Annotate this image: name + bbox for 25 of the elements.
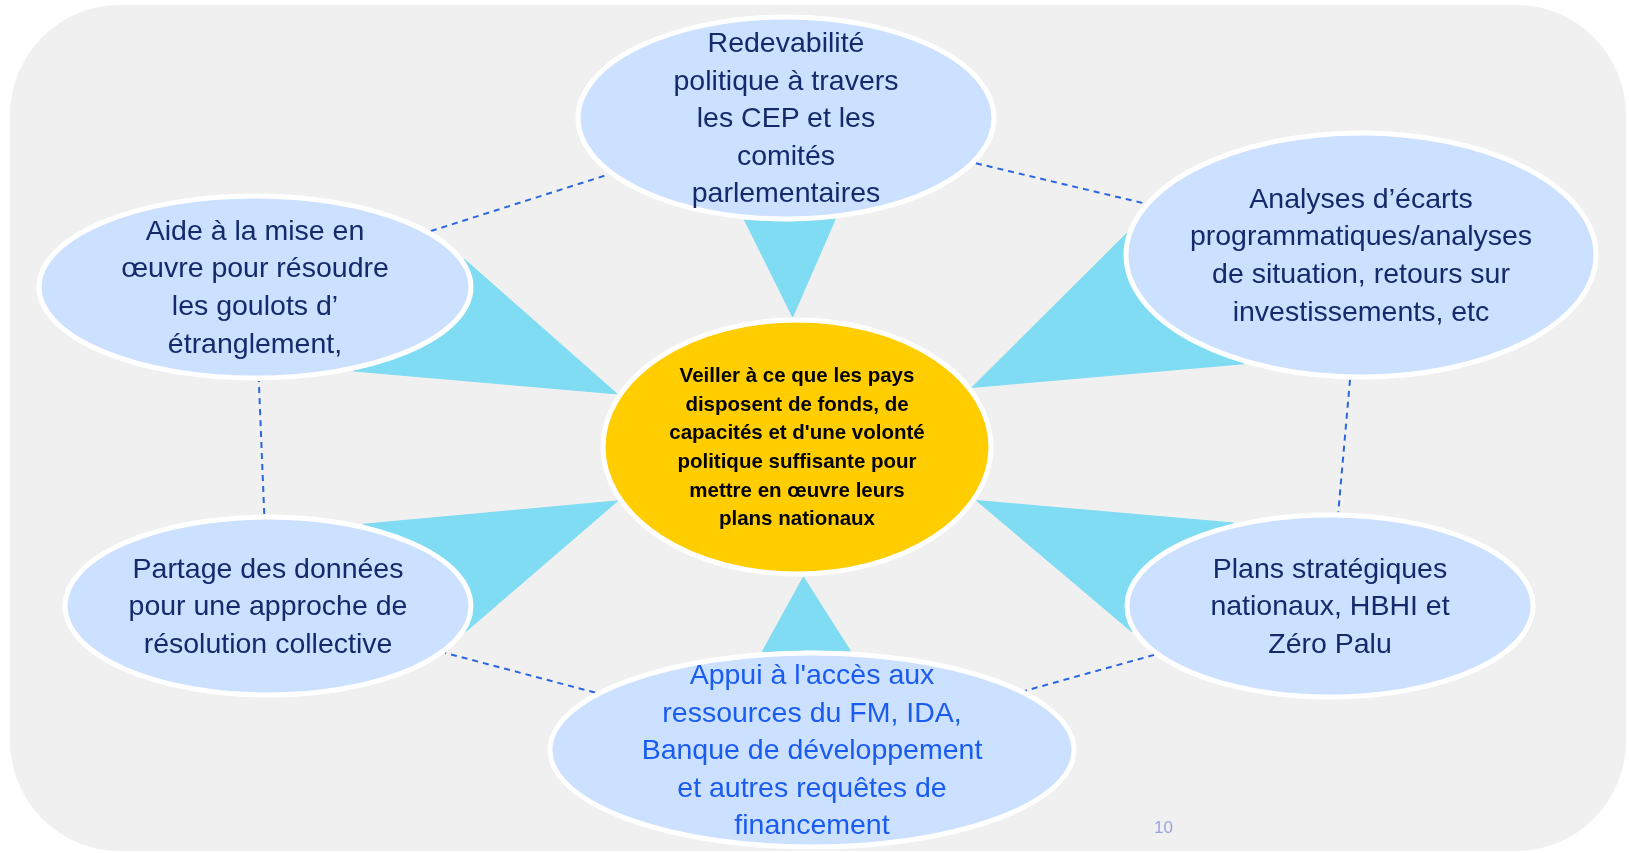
wedge-connector — [971, 232, 1245, 388]
ellipse-node — [1124, 512, 1536, 700]
node-text: Plans stratégiques nationaux, HBHI et Zéro Palu — [1209, 550, 1451, 661]
goal-text: Veiller à ce que les pays disposent de fonds, de capacités et d'une volonté politique suffisante pour mettre en œuvre leurs plans nationaux — [668, 361, 926, 532]
dashed-connector — [444, 651, 597, 694]
ellipse-node — [1123, 130, 1599, 380]
ellipse-node — [575, 14, 997, 222]
wedge-connector — [362, 500, 619, 632]
node-text: Partage des données pour une approche de résolution collective — [127, 550, 409, 661]
wedge-connector — [744, 218, 836, 318]
node-text: Analyses d’écarts programmatiques/analyses de situation, retours sur investissements, etc — [1188, 180, 1534, 329]
node-text: Appui à l'accès aux ressources du FM, IDA, Banque de développement et autres requêtes de financement — [640, 656, 984, 843]
ellipse-node — [547, 650, 1077, 850]
wedge-connector — [976, 500, 1234, 633]
dashed-connector — [1024, 653, 1156, 692]
ellipse-node — [62, 514, 474, 698]
node-text: Aide à la mise en œuvre pour résoudre les goulots d’ étranglement, — [120, 212, 390, 361]
wedge-connector — [352, 258, 618, 395]
dashed-connector — [257, 380, 266, 515]
page-number: 10 — [1154, 818, 1173, 838]
dashed-connector — [1337, 378, 1351, 514]
ellipse-node — [36, 193, 474, 381]
ellipse-node — [600, 317, 994, 577]
wedge-connector — [761, 576, 851, 653]
node-text: Redevabilité politique à travers les CEP et les comités parlementaires — [672, 24, 900, 211]
